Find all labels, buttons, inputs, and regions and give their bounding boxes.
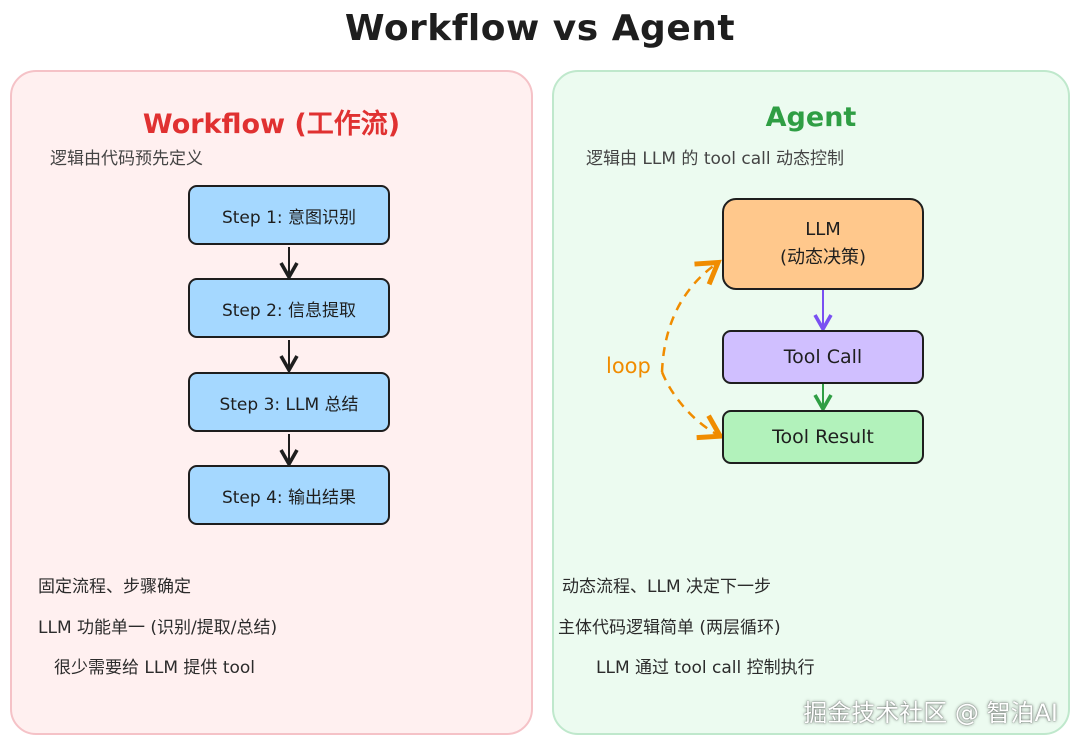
step-1-box: Step 1: 意图识别 — [188, 185, 390, 245]
llm-box: LLM (动态决策) — [722, 198, 924, 290]
loop-arrow-up — [660, 259, 722, 373]
step-3-box: Step 3: LLM 总结 — [188, 372, 390, 432]
tool-result-box: Tool Result — [722, 410, 924, 464]
llm-box-subtitle: (动态决策) — [779, 247, 867, 268]
workflow-heading: Workflow (工作流) — [142, 109, 401, 140]
agent-note-3: LLM 通过 tool call 控制执行 — [596, 658, 815, 678]
workflow-panel: Workflow (工作流) 逻辑由代码预先定义 Step 1: 意图识别 St… — [10, 70, 533, 735]
agent-heading: Agent — [765, 102, 857, 133]
agent-note-2: 主体代码逻辑简单 (两层循环) — [558, 618, 781, 638]
loop-arrow-down — [660, 371, 725, 441]
loop-label: loop — [606, 354, 651, 378]
watermark: 掘金技术社区 @ 智泊AI — [803, 699, 1058, 727]
tool-call-box: Tool Call — [722, 330, 924, 384]
workflow-note-3: 很少需要给 LLM 提供 tool — [54, 658, 256, 678]
agent-panel: Agent 逻辑由 LLM 的 tool call 动态控制 LLM (动态决策… — [552, 70, 1070, 735]
step-4-box: Step 4: 输出结果 — [188, 465, 390, 525]
llm-box-title: LLM — [805, 219, 841, 240]
agent-note-1: 动态流程、LLM 决定下一步 — [562, 577, 772, 597]
workflow-subtitle: 逻辑由代码预先定义 — [50, 149, 203, 169]
agent-subtitle: 逻辑由 LLM 的 tool call 动态控制 — [586, 149, 845, 169]
page-title: Workflow vs Agent — [344, 8, 736, 49]
step-2-box: Step 2: 信息提取 — [188, 278, 390, 338]
agent-arrows — [660, 259, 833, 441]
workflow-arrows — [279, 247, 299, 468]
workflow-note-1: 固定流程、步骤确定 — [38, 577, 191, 597]
workflow-note-2: LLM 功能单一 (识别/提取/总结) — [38, 618, 278, 638]
